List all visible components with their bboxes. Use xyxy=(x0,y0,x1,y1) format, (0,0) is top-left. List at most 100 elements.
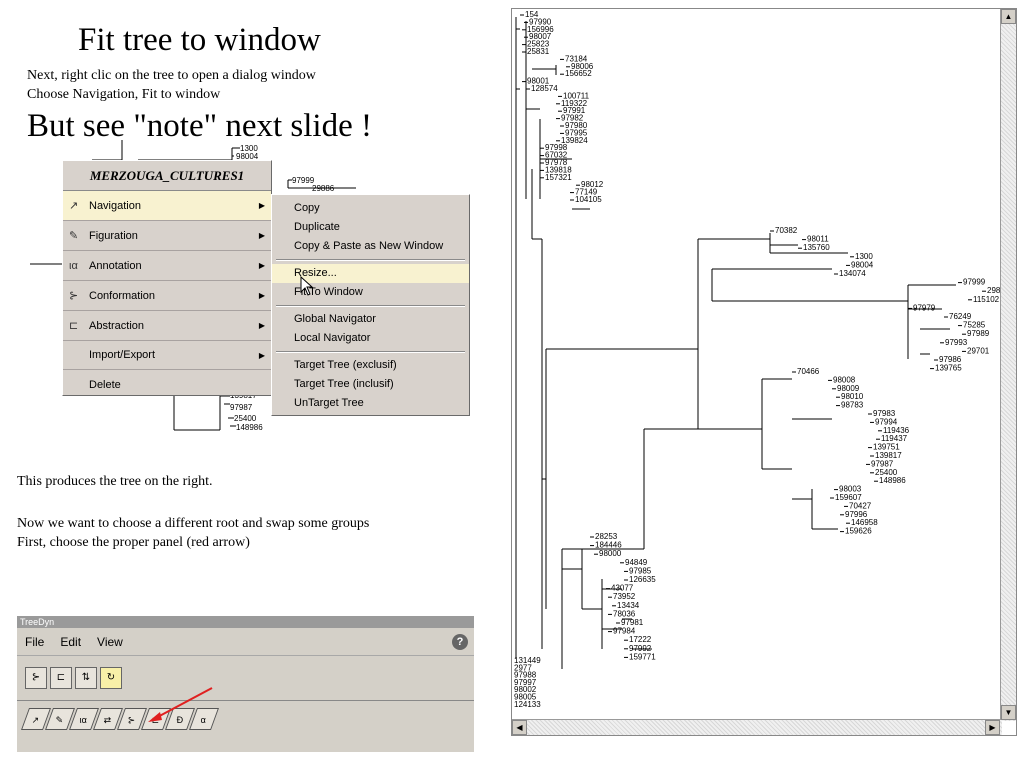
figuration-icon: ✎ xyxy=(55,714,64,725)
backdrop-label: 29886 xyxy=(312,184,335,193)
backdrop-label: 98004 xyxy=(236,152,259,161)
menu-item-label: Abstraction xyxy=(89,319,145,332)
tree-leaf-label: 159607 xyxy=(835,493,862,502)
tree-leaf-label: 119436 xyxy=(883,426,910,435)
tree-leaf-label: 29886 xyxy=(987,286,1002,295)
submenu-item-global-navigator[interactable]: Global Navigator xyxy=(294,313,376,325)
rotate-tool-button[interactable]: ↻ xyxy=(100,667,122,689)
backdrop-label: 97987 xyxy=(230,403,253,412)
tree-leaf-label: 97990 xyxy=(529,17,552,26)
menu-item-navigation[interactable]: ↗ Navigation ▶ xyxy=(63,191,271,221)
tree-leaf-label: 97999 xyxy=(963,278,986,287)
tree-leaf-label: 98783 xyxy=(841,401,864,410)
menu-file[interactable]: File xyxy=(25,634,45,649)
submenu-item-target-tree-exclusif[interactable]: Target Tree (exclusif) xyxy=(294,359,397,371)
swap-tool-button[interactable]: ⇅ xyxy=(75,667,97,689)
menu-edit[interactable]: Edit xyxy=(60,634,82,649)
next-step-text-2: First, choose the proper panel (red arro… xyxy=(17,535,250,550)
submenu-item-target-tree-inclusif[interactable]: Target Tree (inclusif) xyxy=(294,378,394,390)
scroll-left-button[interactable]: ◀ xyxy=(512,720,527,735)
help-icon[interactable]: ? xyxy=(452,634,468,650)
menu-item-annotation[interactable]: ια Annotation ▶ xyxy=(63,251,271,281)
tree-leaf-label: 98012 xyxy=(581,180,604,189)
tree-leaf-label: 156652 xyxy=(565,69,592,78)
tree-leaf-label: 97996 xyxy=(845,510,868,519)
submenu-item-local-navigator[interactable]: Local Navigator xyxy=(294,332,371,344)
tree-leaf-label: 76249 xyxy=(949,312,972,321)
submenu-arrow-icon: ▶ xyxy=(258,201,265,210)
tree-leaf-label: 25400 xyxy=(875,468,898,477)
phylogenetic-tree: 1549799015699698007258232583173184980061… xyxy=(514,10,1002,709)
instruction-2: Choose Navigation, Fit to window xyxy=(27,87,221,102)
menu-header: MERZOUGA_CULTURES1 xyxy=(63,161,271,191)
tree-leaf-label: 78036 xyxy=(613,609,636,618)
backdrop-label: 1300 xyxy=(240,144,258,153)
result-text: This produces the tree on the right. xyxy=(17,474,213,489)
tree-leaf-label: 98004 xyxy=(851,260,874,269)
note-warning: But see "note" next slide ! xyxy=(27,108,372,144)
tree-leaf-label: 146958 xyxy=(851,518,878,527)
tree-leaf-label: 97981 xyxy=(621,618,644,627)
tree-leaf-label: 184446 xyxy=(595,541,622,550)
menu-item-label: Navigation xyxy=(89,199,141,212)
menu-item-conformation[interactable]: ⊱ Conformation ▶ xyxy=(63,281,271,311)
navigation-submenu[interactable]: Copy Duplicate Copy & Paste as New Windo… xyxy=(271,194,470,416)
conformation-tool-button[interactable]: ⊱ xyxy=(25,667,47,689)
tree-leaf-label: 98007 xyxy=(529,32,552,41)
menu-item-label: Figuration xyxy=(89,229,138,242)
scroll-right-button[interactable]: ▶ xyxy=(985,720,1000,735)
tree-leaf-label: 25831 xyxy=(527,47,550,56)
tree-leaf-label: 97992 xyxy=(629,644,652,653)
tree-leaf-label: 154 xyxy=(525,10,539,19)
tree-leaf-label: 28253 xyxy=(595,532,618,541)
tree-leaf-label: 29701 xyxy=(967,346,990,355)
tree-leaf-label: 97985 xyxy=(629,566,652,575)
tree-leaf-label: 100711 xyxy=(563,91,590,100)
tree-leaf-label: 98002 xyxy=(514,685,537,694)
submenu-arrow-icon: ▶ xyxy=(258,261,265,270)
tree-leaf-label: 73184 xyxy=(565,54,588,63)
tree-leaf-label: 119437 xyxy=(881,434,908,443)
scroll-up-button[interactable]: ▲ xyxy=(1001,9,1016,24)
tree-leaf-label: 126635 xyxy=(629,575,656,584)
tree-leaf-label: 97995 xyxy=(565,128,588,137)
tree-leaf-label: 97980 xyxy=(565,121,588,130)
submenu-item-untarget-tree[interactable]: UnTarget Tree xyxy=(294,397,364,409)
submenu-item-duplicate[interactable]: Duplicate xyxy=(294,221,340,233)
menu-item-import-export[interactable]: Import/Export ▶ xyxy=(63,341,271,370)
tree-leaf-label: 73952 xyxy=(613,592,636,601)
submenu-arrow-icon: ▶ xyxy=(258,321,265,330)
tree-leaf-label: 159626 xyxy=(845,527,872,536)
red-arrow-icon xyxy=(148,687,213,722)
horizontal-scrollbar[interactable] xyxy=(512,719,1002,735)
figuration-icon: ✎ xyxy=(69,230,79,242)
navigation-icon: ↗ xyxy=(31,714,40,725)
tree-leaf-label: 25823 xyxy=(527,40,550,49)
slide-title: Fit tree to window xyxy=(78,22,321,58)
menu-item-abstraction[interactable]: ⊏ Abstraction ▶ xyxy=(63,311,271,341)
tree-leaf-label: 156996 xyxy=(527,25,554,34)
submenu-item-fit-to-window[interactable]: Fit To Window xyxy=(294,286,363,298)
menu-view[interactable]: View xyxy=(97,634,123,649)
context-menu[interactable]: MERZOUGA_CULTURES1 ↗ Navigation ▶ ✎ Figu… xyxy=(62,160,272,396)
tree-leaf-label: 131449 xyxy=(514,656,541,665)
tree-leaf-label: 98006 xyxy=(571,62,594,71)
menu-item-label: Conformation xyxy=(89,289,156,302)
tree-leaf-label: 98010 xyxy=(841,392,864,401)
tree-leaf-label: 97993 xyxy=(945,338,968,347)
tree-leaf-label: 159771 xyxy=(629,652,656,661)
reroot-tool-button[interactable]: ⊏ xyxy=(50,667,72,689)
submenu-item-copy[interactable]: Copy xyxy=(294,202,320,214)
backdrop-label: 148986 xyxy=(236,423,263,432)
menu-item-delete[interactable]: Delete xyxy=(63,370,271,399)
tree-leaf-label: 97983 xyxy=(873,409,896,418)
submenu-item-copy-paste-new-window[interactable]: Copy & Paste as New Window xyxy=(294,240,444,252)
menu-item-figuration[interactable]: ✎ Figuration ▶ xyxy=(63,221,271,251)
tree-leaf-label: 2977 xyxy=(514,663,532,672)
scroll-down-button[interactable]: ▼ xyxy=(1001,705,1016,720)
tree-leaf-label: 98001 xyxy=(527,77,550,86)
submenu-item-resize[interactable]: Resize... xyxy=(272,264,469,283)
vertical-scrollbar[interactable] xyxy=(1000,9,1016,721)
tree-leaf-label: 94849 xyxy=(625,558,648,567)
